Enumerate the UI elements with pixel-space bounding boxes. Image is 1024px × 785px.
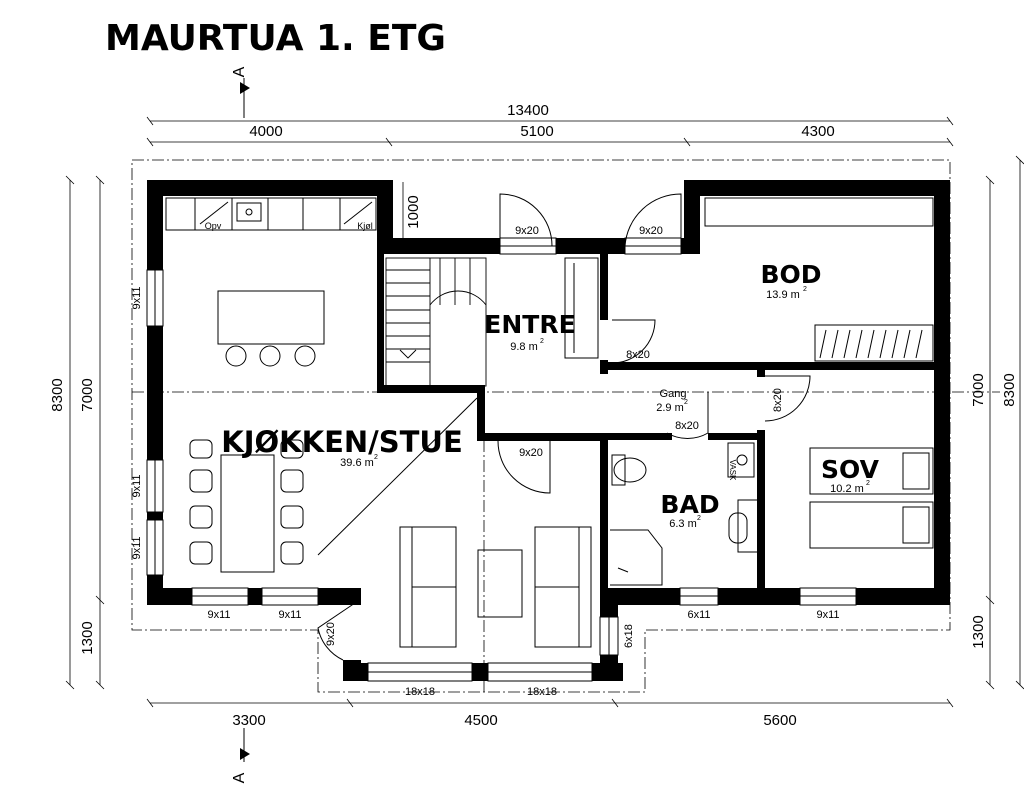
room-area-sup-kjokken: 2 bbox=[374, 454, 378, 461]
room-name-sov: SOV bbox=[821, 455, 880, 484]
room-name-bod: BOD bbox=[760, 260, 821, 289]
room-entre: ENTRE 9.8 m 2 bbox=[484, 310, 575, 353]
room-area-sup-bod: 2 bbox=[803, 286, 807, 293]
room-gang: Gang 2.9 m 2 bbox=[656, 388, 688, 414]
kitchen-island bbox=[217, 290, 325, 367]
room-sov: SOV 10.2 m 2 bbox=[821, 455, 880, 495]
opening-door-stue: 9x20 bbox=[519, 447, 543, 459]
dim-right-bottom: 1300 bbox=[970, 615, 987, 648]
dimension-right bbox=[985, 155, 1024, 690]
opening-win-sov: 9x11 bbox=[816, 609, 839, 621]
room-bod: BOD 13.9 m 2 bbox=[760, 260, 821, 301]
room-area-gang: 2.9 m bbox=[656, 402, 684, 414]
opening-win-left-1: 9x11 bbox=[131, 286, 143, 309]
dim-top-3: 4300 bbox=[801, 123, 834, 140]
dimension-top bbox=[146, 116, 954, 147]
dining-table bbox=[189, 439, 304, 573]
section-label-bottom: A bbox=[231, 772, 248, 783]
dim-right-main: 7000 bbox=[970, 373, 987, 406]
section-label-top: A bbox=[231, 66, 248, 77]
room-area-bod: 13.9 m bbox=[766, 289, 800, 301]
entre-closet bbox=[564, 257, 599, 359]
dim-chimney: 1000 bbox=[405, 195, 422, 228]
opening-win-left-2: 9x11 bbox=[131, 474, 143, 497]
opening-labels: 9x20 9x20 8x20 8x20 8x20 9x20 9x20 9x11 … bbox=[131, 225, 840, 698]
label-vask: VASK bbox=[728, 460, 737, 481]
opening-door-terrace: 9x20 bbox=[325, 622, 337, 646]
dimension-left bbox=[65, 175, 105, 690]
room-area-sup-sov: 2 bbox=[866, 480, 870, 487]
dim-left-main: 7000 bbox=[79, 378, 96, 411]
opening-win-bay-2: 18x18 bbox=[527, 686, 557, 698]
window-frames bbox=[146, 237, 857, 682]
room-area-sup-entre: 2 bbox=[540, 338, 544, 345]
opening-win-left-3: 9x11 bbox=[131, 536, 143, 559]
opening-door-sov: 8x20 bbox=[772, 388, 784, 412]
dim-top-1: 4000 bbox=[249, 123, 282, 140]
opening-win-bay-side: 6x18 bbox=[623, 624, 635, 648]
opening-win-bad: 6x11 bbox=[687, 609, 710, 621]
room-name-bad: BAD bbox=[660, 490, 719, 519]
opening-door-entre: 9x20 bbox=[515, 225, 539, 237]
staircase bbox=[385, 257, 487, 387]
dim-top-total: 13400 bbox=[507, 102, 549, 119]
dimension-bottom bbox=[146, 698, 954, 708]
kitchen-counter bbox=[165, 197, 377, 231]
page-title: MAURTUA 1. ETG bbox=[105, 18, 446, 59]
doors bbox=[317, 193, 811, 661]
living-furniture bbox=[317, 397, 592, 648]
label-opv: Opv bbox=[205, 221, 222, 231]
bathroom-fixtures bbox=[610, 442, 759, 586]
room-area-kjokken: 39.6 m bbox=[340, 457, 374, 469]
opening-win-bottom-2: 9x11 bbox=[278, 609, 301, 621]
opening-win-bottom-1: 9x11 bbox=[207, 609, 230, 621]
room-area-sup-bad: 2 bbox=[697, 515, 701, 522]
room-name-gang: Gang bbox=[660, 388, 687, 400]
section-marker-bottom: A bbox=[231, 728, 250, 783]
dim-bottom-1: 3300 bbox=[232, 712, 265, 729]
plot-outline bbox=[131, 159, 1000, 693]
interior-walls bbox=[377, 238, 940, 593]
dim-top-2: 5100 bbox=[520, 123, 553, 140]
opening-win-bay-1: 18x18 bbox=[405, 686, 435, 698]
dim-left-total: 8300 bbox=[49, 378, 66, 411]
room-name-kjokken: KJØKKEN/STUE bbox=[221, 425, 463, 459]
dim-right-total: 8300 bbox=[1001, 373, 1018, 406]
dim-bottom-3: 5600 bbox=[763, 712, 796, 729]
opening-door-bad: 8x20 bbox=[675, 420, 699, 432]
label-kjol: Kjøl bbox=[357, 221, 373, 231]
room-name-entre: ENTRE bbox=[484, 310, 575, 339]
room-area-sov: 10.2 m bbox=[830, 483, 864, 495]
bod-shelving bbox=[704, 197, 934, 362]
room-kjokken: KJØKKEN/STUE 39.6 m 2 bbox=[221, 425, 463, 469]
dim-bottom-2: 4500 bbox=[464, 712, 497, 729]
opening-door-bod-ext: 9x20 bbox=[639, 225, 663, 237]
room-area-entre: 9.8 m bbox=[510, 341, 538, 353]
room-bad: BAD 6.3 m 2 bbox=[660, 490, 719, 530]
dim-left-bottom: 1300 bbox=[79, 621, 96, 654]
sov-beds bbox=[809, 447, 934, 549]
opening-door-bod: 8x20 bbox=[626, 349, 650, 361]
section-marker-top: A bbox=[231, 66, 250, 118]
room-area-bad: 6.3 m bbox=[669, 518, 697, 530]
room-area-sup-gang: 2 bbox=[684, 399, 688, 406]
